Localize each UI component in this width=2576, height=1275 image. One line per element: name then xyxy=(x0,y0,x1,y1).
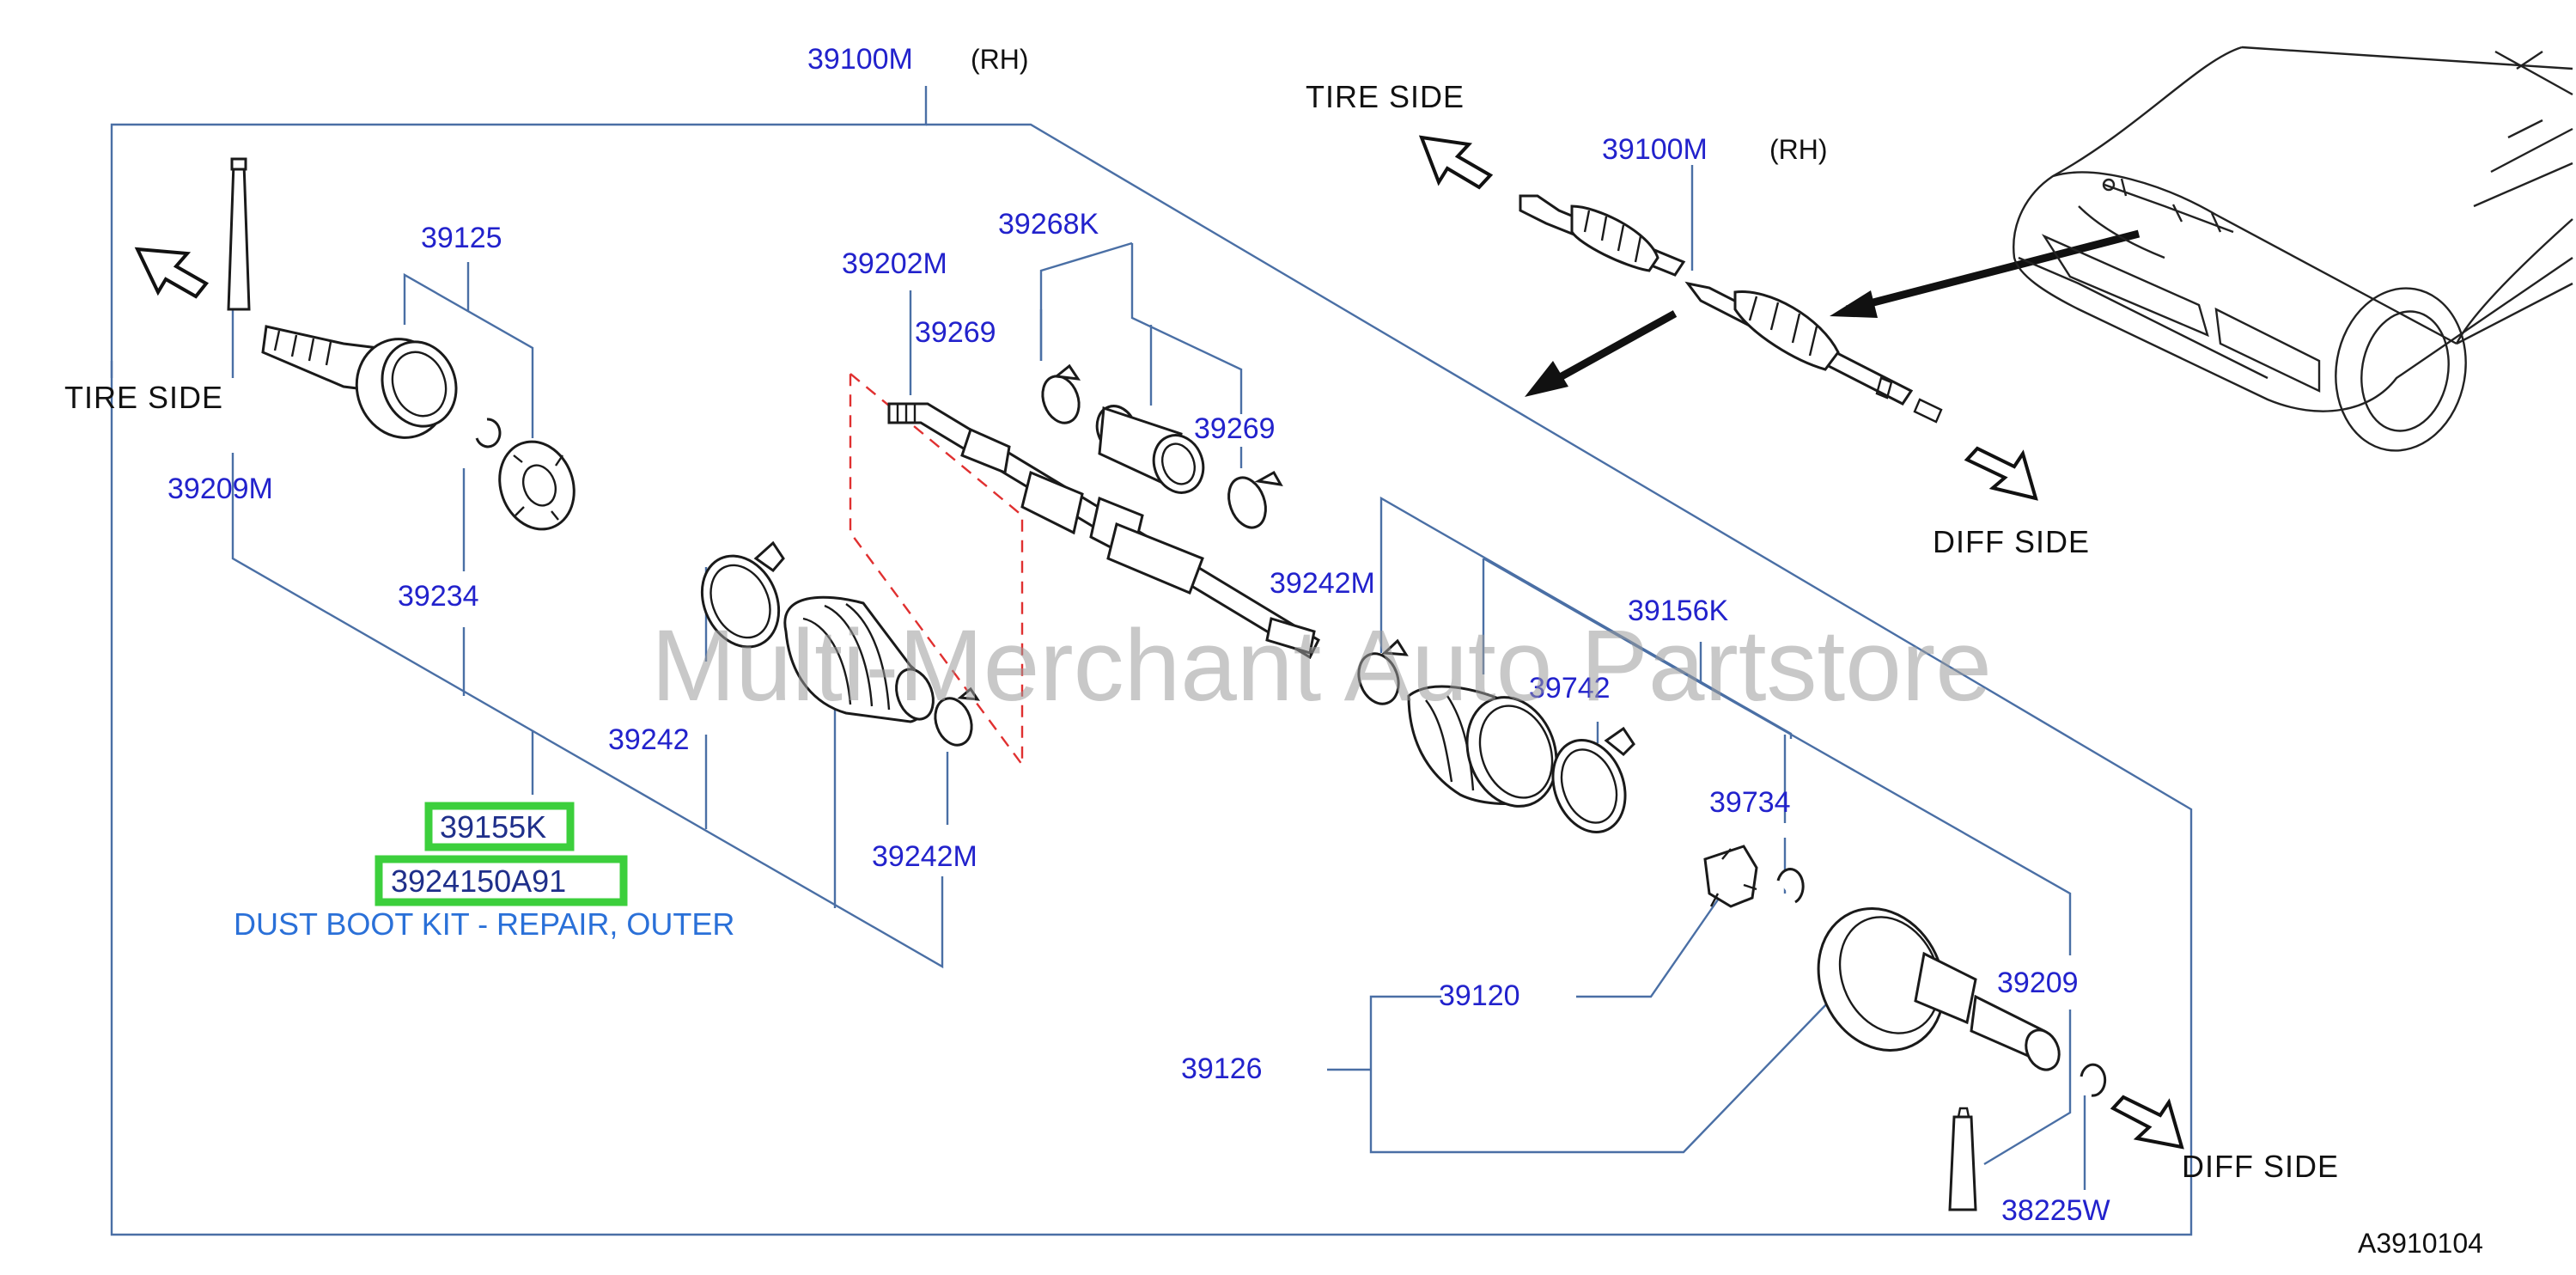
highlight-box-39155K xyxy=(424,802,575,851)
part-number-39100M-top[interactable]: 39100M xyxy=(807,43,913,76)
arrow-diff-side-right-icon xyxy=(2110,1095,2184,1150)
part-number-39125[interactable]: 39125 xyxy=(421,222,502,254)
part-number-39242M-left[interactable]: 39242M xyxy=(872,840,977,873)
part-number-39126[interactable]: 39126 xyxy=(1181,1052,1263,1085)
part-number-39155K[interactable]: 39155K xyxy=(440,809,546,845)
part-number-39234[interactable]: 39234 xyxy=(398,580,479,613)
diff-side-label-right: DIFF SIDE xyxy=(2182,1149,2339,1184)
part-number-3924150A91[interactable]: 3924150A91 xyxy=(391,863,566,899)
part-number-39120[interactable]: 39120 xyxy=(1439,979,1520,1012)
part-drawings xyxy=(227,157,2107,1211)
tire-side-label-inset: TIRE SIDE xyxy=(1306,79,1465,114)
part-number-39242-left[interactable]: 39242 xyxy=(608,723,690,756)
highlight-box-3924150A91 xyxy=(375,855,628,906)
part-number-39242M-mid[interactable]: 39242M xyxy=(1270,567,1375,600)
part-number-39100M-inset[interactable]: 39100M xyxy=(1602,133,1708,166)
diagram-reference-code: A3910104 xyxy=(2358,1228,2483,1259)
part-number-39268K[interactable]: 39268K xyxy=(998,208,1099,241)
rh-label-inset: (RH) xyxy=(1769,134,1828,165)
rh-label-top: (RH) xyxy=(971,44,1029,75)
part-number-39202M[interactable]: 39202M xyxy=(842,247,947,280)
direction-arrows xyxy=(134,135,2184,1150)
part-number-39269-right[interactable]: 39269 xyxy=(1194,412,1276,445)
tire-side-label-left: TIRE SIDE xyxy=(64,380,223,415)
watermark: Multi-Merchant Auto Partstore xyxy=(651,609,1992,723)
part-number-39156K[interactable]: 39156K xyxy=(1628,595,1729,627)
arrow-diff-side-inset-icon xyxy=(1964,446,2038,501)
diff-side-label-inset: DIFF SIDE xyxy=(1933,524,2090,559)
car-illustration xyxy=(2013,46,2573,452)
part-number-39742[interactable]: 39742 xyxy=(1529,672,1611,705)
part-description: DUST BOOT KIT - REPAIR, OUTER xyxy=(234,906,734,942)
arrow-tire-side-inset-icon xyxy=(1418,135,1494,190)
part-number-39209[interactable]: 39209 xyxy=(1997,967,2079,999)
part-number-39734[interactable]: 39734 xyxy=(1709,786,1791,819)
part-number-39269-upper[interactable]: 39269 xyxy=(915,316,996,349)
inset-pointer-arrows xyxy=(1525,229,2141,397)
part-number-38225W[interactable]: 38225W xyxy=(2001,1194,2110,1227)
dashed-selection-box xyxy=(849,371,1024,768)
part-number-39209M[interactable]: 39209M xyxy=(167,473,273,505)
arrow-tire-side-left-icon xyxy=(134,247,210,299)
